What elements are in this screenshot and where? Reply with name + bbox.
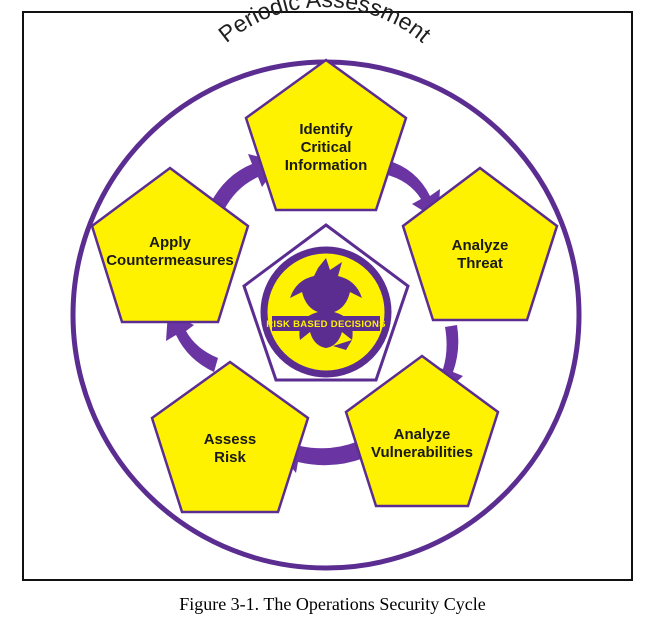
node-identify-critical-information: Identify Critical Information [244,58,408,212]
node-label-line: Apply [149,234,191,251]
node-label-line: Threat [457,255,503,272]
arrow-identify-to-threat [384,160,440,220]
node-label-line: Assess [204,431,257,448]
node-assess-risk: Assess Risk [150,360,310,514]
node-label-line: Risk [214,449,246,466]
emblem-banner [272,316,380,331]
figure-caption: Figure 3-1. The Operations Security Cycl… [179,594,486,614]
node-label-line: Critical [301,139,352,156]
arrow-risk-to-countermeasures [166,312,218,372]
periodic-assessment-title: Periodic Assessment [213,0,436,48]
node-label-line: Analyze [452,237,509,254]
node-analyze-threat: Analyze Threat [401,166,559,322]
node-label-line: Vulnerabilities [371,444,473,461]
node-apply-countermeasures: Apply Countermeasures [90,166,250,324]
node-label-line: Information [285,157,368,174]
risk-based-decisions-emblem: RISK BASED DECISIONS [260,246,392,378]
node-label-line: Analyze [394,426,451,443]
node-analyze-vulnerabilities: Analyze Vulnerabilities [344,354,500,508]
node-label-line: Identify [299,121,353,138]
node-label-line: Countermeasures [106,252,234,269]
emblem-ray-icon [333,340,352,350]
opsec-cycle-diagram: Periodic Assessment RISK BASED DECISIONS… [70,0,582,571]
emblem-label: RISK BASED DECISIONS [266,319,386,330]
